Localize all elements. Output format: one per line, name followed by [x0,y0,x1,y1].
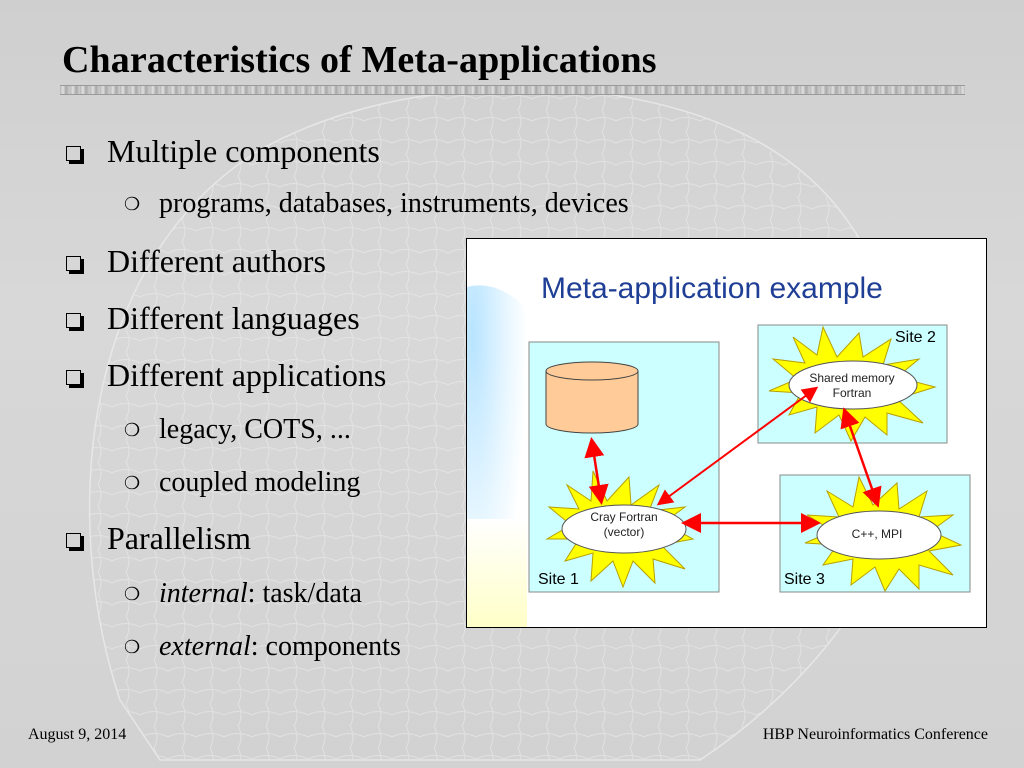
circle-bullet-icon: ❍ [124,637,141,658]
square-bullet-icon [66,313,81,328]
cray-node-label: Cray Fortran (vector) [574,510,674,540]
site-2-label: Site 2 [895,329,936,346]
sub-bullet-item: legacy, COTS, ... [159,414,351,445]
shared-memory-node-line-2: Fortran [832,386,872,400]
bullet-text: : components [250,631,401,662]
circle-bullet-icon: ❍ [124,194,141,215]
square-bullet-icon [66,533,81,548]
slide-title: Characteristics of Meta-applications [62,39,657,81]
sub-bullet-item: internal: task/data [159,578,362,610]
circle-bullet-icon: ❍ [124,584,141,605]
shared-memory-node-line-1: Shared memory [809,371,895,385]
meta-application-diagram: Meta-application example Site 1 Site 2 S… [466,238,987,628]
emphasis-text: internal [159,578,248,609]
cray-node-line-2: (vector) [603,525,645,539]
cray-node-burst [545,470,695,589]
square-bullet-icon [66,146,81,161]
shared-memory-node-label: Shared memory Fortran [800,371,904,401]
arrow-shared-cpp [840,407,882,508]
site-1-label: Site 1 [538,571,579,588]
site-3-label: Site 3 [784,571,825,588]
emphasis-text: external [159,631,251,662]
sub-bullet-item: coupled modeling [159,467,361,498]
square-bullet-icon [66,370,81,385]
cray-node-line-1: Cray Fortran [590,510,658,524]
bullet-item: Multiple components [107,133,380,169]
arrow-cray-shared [656,386,819,506]
bullet-item: Different languages [107,300,360,336]
sub-bullet-item: programs, databases, instruments, device… [159,188,629,219]
square-bullet-icon [66,256,81,271]
cpp-mpi-node-label: C++, MPI [851,527,903,541]
arrow-db-cray [584,437,609,505]
bullet-text: : task/data [247,578,362,609]
circle-bullet-icon: ❍ [124,473,141,494]
decorative-glow [467,519,527,627]
circle-bullet-icon: ❍ [124,420,141,441]
title-divider [60,85,965,95]
footer-event: HBP Neuroinformatics Conference [762,726,988,743]
bullet-item: Parallelism [107,520,251,556]
database-icon [545,361,639,434]
bullet-item: Different applications [107,357,387,393]
diagram-canvas [467,285,971,627]
footer-date: August 9, 2014 [28,726,127,743]
sub-bullet-item: external: components [159,631,401,663]
bullet-item: Different authors [107,243,326,279]
diagram-title: Meta-application example [541,272,883,305]
